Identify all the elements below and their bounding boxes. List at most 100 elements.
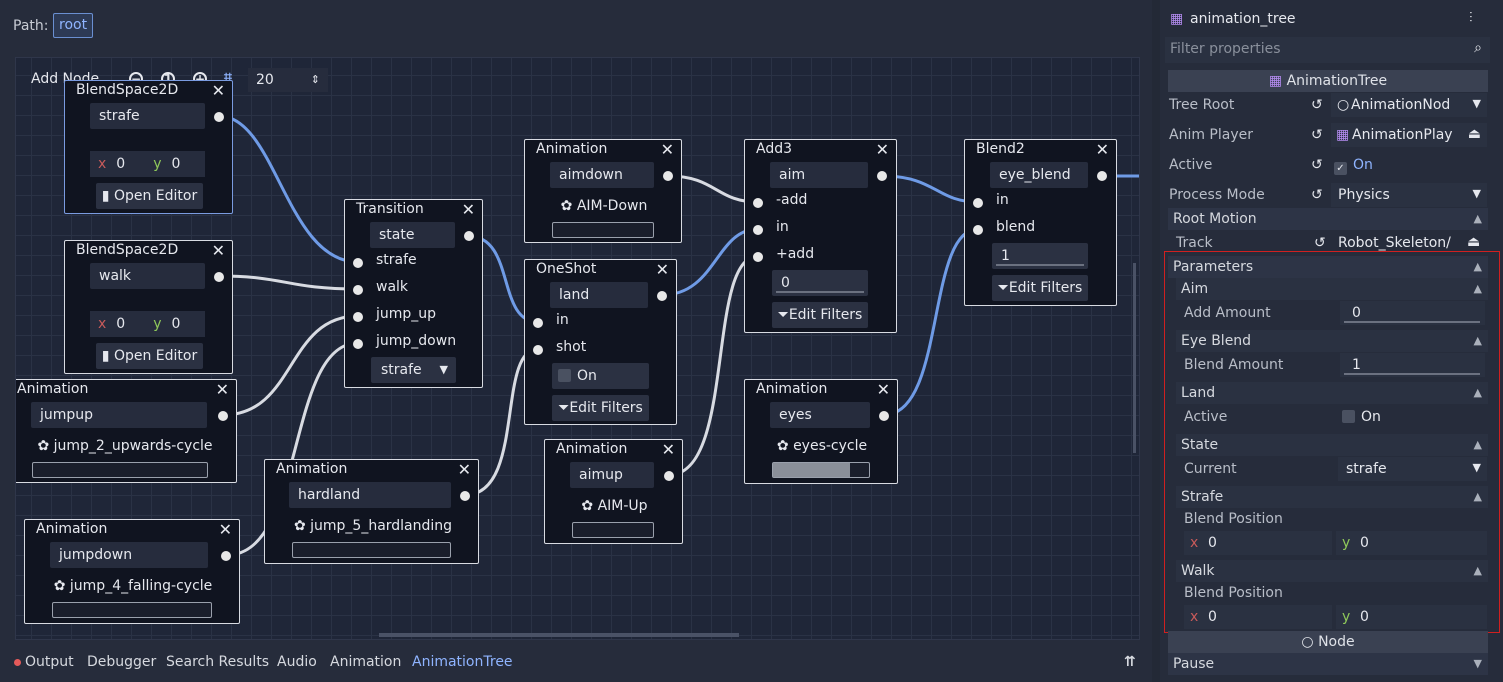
filter-properties-input[interactable]: Filter properties ⌕ — [1165, 37, 1490, 63]
section-state[interactable]: State▲ — [1176, 434, 1488, 456]
revert-icon[interactable]: ↺ — [1311, 127, 1323, 143]
section-strafe[interactable]: Strafe▲ — [1176, 486, 1488, 508]
node-animation-aimdown[interactable]: Animation ✕ aimdown ✿ AIM-Down — [524, 139, 682, 243]
node-animation-hardland[interactable]: Animation ✕ hardland ✿ jump_5_hardlandin… — [264, 459, 479, 564]
close-icon[interactable]: ✕ — [215, 380, 229, 399]
close-icon[interactable]: ✕ — [1095, 140, 1109, 159]
input-port[interactable] — [353, 339, 363, 349]
node-animation-eyes[interactable]: Animation ✕ eyes ✿ eyes-cycle — [744, 379, 898, 484]
path-root-button[interactable]: root — [53, 13, 94, 38]
process-mode-dropdown[interactable]: Physics▼ — [1331, 183, 1487, 207]
output-port[interactable] — [657, 291, 667, 301]
close-icon[interactable]: ✕ — [211, 241, 225, 260]
node-blend2[interactable]: Blend2 ✕ eye_blend in blend 1 ⏷Edit Filt… — [964, 139, 1117, 306]
output-port[interactable] — [877, 171, 887, 181]
node-name-field[interactable]: state — [370, 222, 455, 248]
node-name-field[interactable]: jumpdown — [50, 542, 208, 568]
add-amount-slider[interactable]: 0 — [772, 270, 868, 296]
close-icon[interactable]: ✕ — [660, 140, 674, 159]
graph-canvas[interactable]: Add Node... − 1 + ⌗ 20⇕ BlendSpace2D ✕ s… — [15, 57, 1140, 640]
track-value[interactable]: Robot_Skeleton/ — [1338, 235, 1451, 251]
tab-output[interactable]: Output — [25, 654, 74, 670]
class-header[interactable]: ▦ AnimationTree — [1168, 70, 1488, 92]
node-add3[interactable]: Add3 ✕ aim -add in +add 0 ⏷Edit Filters — [744, 139, 897, 333]
tab-audio[interactable]: Audio — [277, 654, 317, 670]
close-icon[interactable]: ✕ — [218, 520, 232, 539]
blend-amount-slider[interactable]: 1 — [1340, 353, 1485, 377]
section-land[interactable]: Land▲ — [1176, 382, 1488, 404]
animation-selector[interactable]: ✿ jump_5_hardlanding — [273, 518, 473, 534]
node-name-field[interactable]: eyes — [770, 402, 870, 428]
input-port[interactable] — [973, 225, 983, 235]
snap-grid-icon[interactable]: ⌗ — [224, 69, 232, 85]
open-editor-button[interactable]: ▮ Open Editor — [96, 343, 203, 369]
tab-animation[interactable]: Animation — [330, 654, 402, 670]
output-port[interactable] — [879, 411, 889, 421]
node-picker-icon[interactable]: ⏏ — [1467, 234, 1481, 250]
input-port[interactable] — [753, 225, 763, 235]
node-transition[interactable]: Transition ✕ state strafe walk jump_up j… — [344, 199, 483, 388]
output-port[interactable] — [1097, 171, 1107, 181]
animation-selector[interactable]: ✿ AIM-Down — [525, 198, 683, 214]
node-animation-jumpup[interactable]: Animation ✕ jumpup ✿ jump_2_upwards-cycl… — [16, 379, 237, 483]
section-walk[interactable]: Walk▲ — [1176, 560, 1488, 582]
node-name-field[interactable]: hardland — [289, 482, 451, 508]
node-name-field[interactable]: aim — [770, 162, 868, 188]
revert-icon[interactable]: ↺ — [1311, 157, 1323, 173]
input-port[interactable] — [533, 345, 543, 355]
section-eye-blend[interactable]: Eye Blend▲ — [1176, 330, 1488, 352]
add-amount-slider[interactable]: 0 — [1340, 301, 1485, 325]
output-port[interactable] — [218, 411, 228, 421]
node-name-field[interactable]: aimup — [570, 462, 654, 488]
section-parameters[interactable]: Parameters▲ — [1168, 256, 1488, 278]
revert-icon[interactable]: ↺ — [1311, 187, 1323, 203]
close-icon[interactable]: ✕ — [461, 200, 475, 219]
close-icon[interactable]: ✕ — [211, 81, 225, 100]
node-picker-icon[interactable]: ⏏ — [1467, 126, 1481, 142]
animation-selector[interactable]: ✿ eyes-cycle — [745, 438, 899, 454]
output-port[interactable] — [214, 112, 224, 122]
tab-animationtree[interactable]: AnimationTree — [412, 654, 513, 670]
close-icon[interactable]: ✕ — [876, 380, 890, 399]
input-port[interactable] — [353, 285, 363, 295]
node-name-field[interactable]: aimdown — [550, 162, 654, 188]
node-name-field[interactable]: land — [550, 282, 648, 308]
tree-root-dropdown[interactable]: ○AnimationNod▼ — [1331, 93, 1487, 117]
land-active-checkbox[interactable]: On — [1342, 409, 1381, 425]
output-port[interactable] — [664, 471, 674, 481]
output-port[interactable] — [460, 491, 470, 501]
animation-selector[interactable]: ✿ jump_2_upwards-cycle — [25, 438, 225, 454]
current-state-dropdown[interactable]: strafe▼ — [371, 357, 456, 383]
output-port[interactable] — [214, 272, 224, 282]
node-animation-aimup[interactable]: Animation ✕ aimup ✿ AIM-Up — [544, 439, 683, 544]
oneshot-toggle[interactable]: On — [552, 363, 649, 389]
node-name-field[interactable]: jumpup — [31, 402, 207, 428]
edit-filters-button[interactable]: ⏷Edit Filters — [992, 275, 1088, 301]
edit-filters-button[interactable]: ⏷Edit Filters — [772, 302, 868, 328]
node-animation-jumpdown[interactable]: Animation ✕ jumpdown ✿ jump_4_falling-cy… — [24, 519, 240, 624]
current-state-dropdown[interactable]: strafe▼ — [1338, 457, 1487, 481]
close-icon[interactable]: ✕ — [875, 140, 889, 159]
close-icon[interactable]: ✕ — [655, 260, 669, 279]
expand-panel-icon[interactable]: ⇈ — [1124, 654, 1136, 670]
section-root-motion[interactable]: Root Motion▲ — [1168, 208, 1488, 230]
object-menu-icon[interactable]: ⫶ — [1469, 10, 1473, 26]
snap-spinbox[interactable]: 20⇕ — [248, 68, 328, 92]
active-checkbox[interactable]: ✓On — [1334, 157, 1373, 175]
tab-search-results[interactable]: Search Results — [166, 654, 270, 670]
section-pause[interactable]: Pause▼ — [1168, 653, 1488, 675]
edit-filters-button[interactable]: ⏷Edit Filters — [552, 395, 649, 421]
node-name-field[interactable]: strafe — [90, 103, 205, 129]
node-oneshot[interactable]: OneShot ✕ land in shot On ⏷Edit Filters — [524, 259, 677, 425]
output-port[interactable] — [221, 551, 231, 561]
node-class-header[interactable]: ○ Node — [1168, 631, 1488, 653]
open-editor-button[interactable]: ▮ Open Editor — [96, 183, 203, 209]
tab-debugger[interactable]: Debugger — [87, 654, 157, 670]
